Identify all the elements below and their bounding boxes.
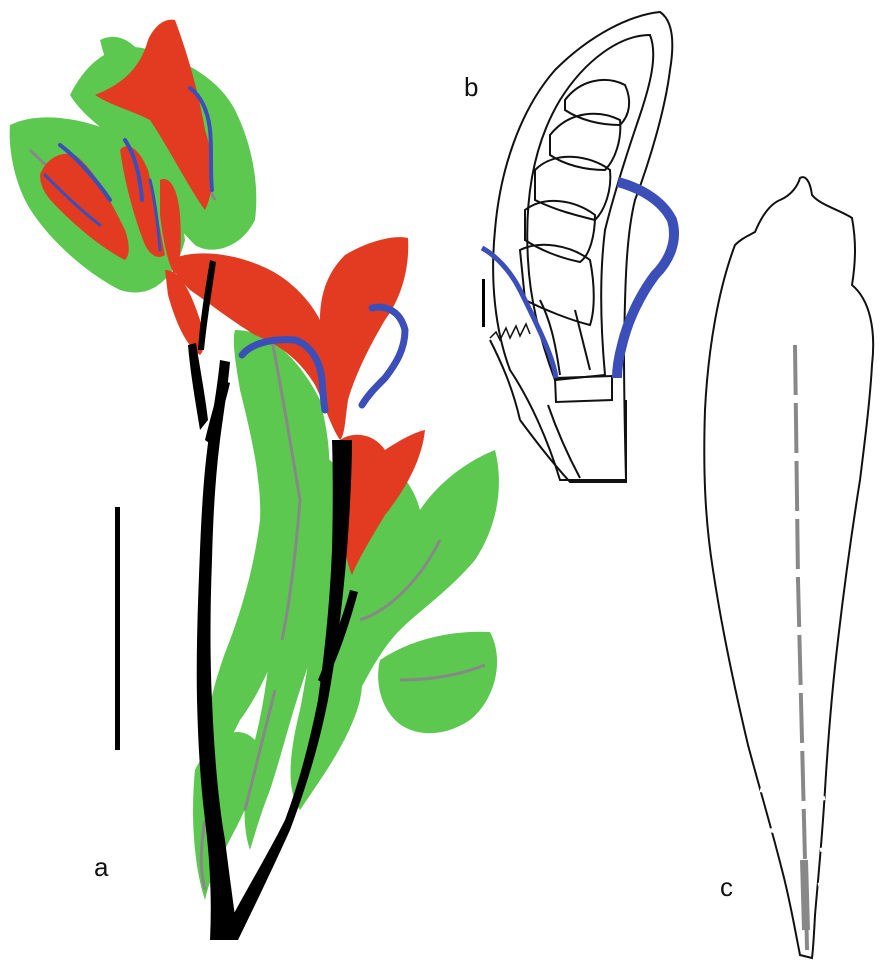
leaf-midrib-base [804,860,806,930]
panel-b-flower-section [482,12,674,482]
zigzag-edge [490,324,530,340]
panel-label-b: b [464,74,478,100]
scale-bar-a [115,507,120,750]
outer-envelope [493,12,672,480]
panel-c-leaf-outline [704,177,873,958]
segment-1 [565,80,629,125]
base-column [520,400,626,482]
stem-left-upper [188,343,208,430]
scale-bar-b [482,279,485,327]
panel-label-a: a [94,854,108,880]
panel-label-c: c [720,874,733,900]
inner-envelope [527,35,653,380]
panel-a-plant [10,20,499,940]
segment-2 [550,114,620,170]
leaf-outline [704,177,873,958]
leaf-right-lower [378,632,497,733]
leaf-midrib [795,345,807,950]
